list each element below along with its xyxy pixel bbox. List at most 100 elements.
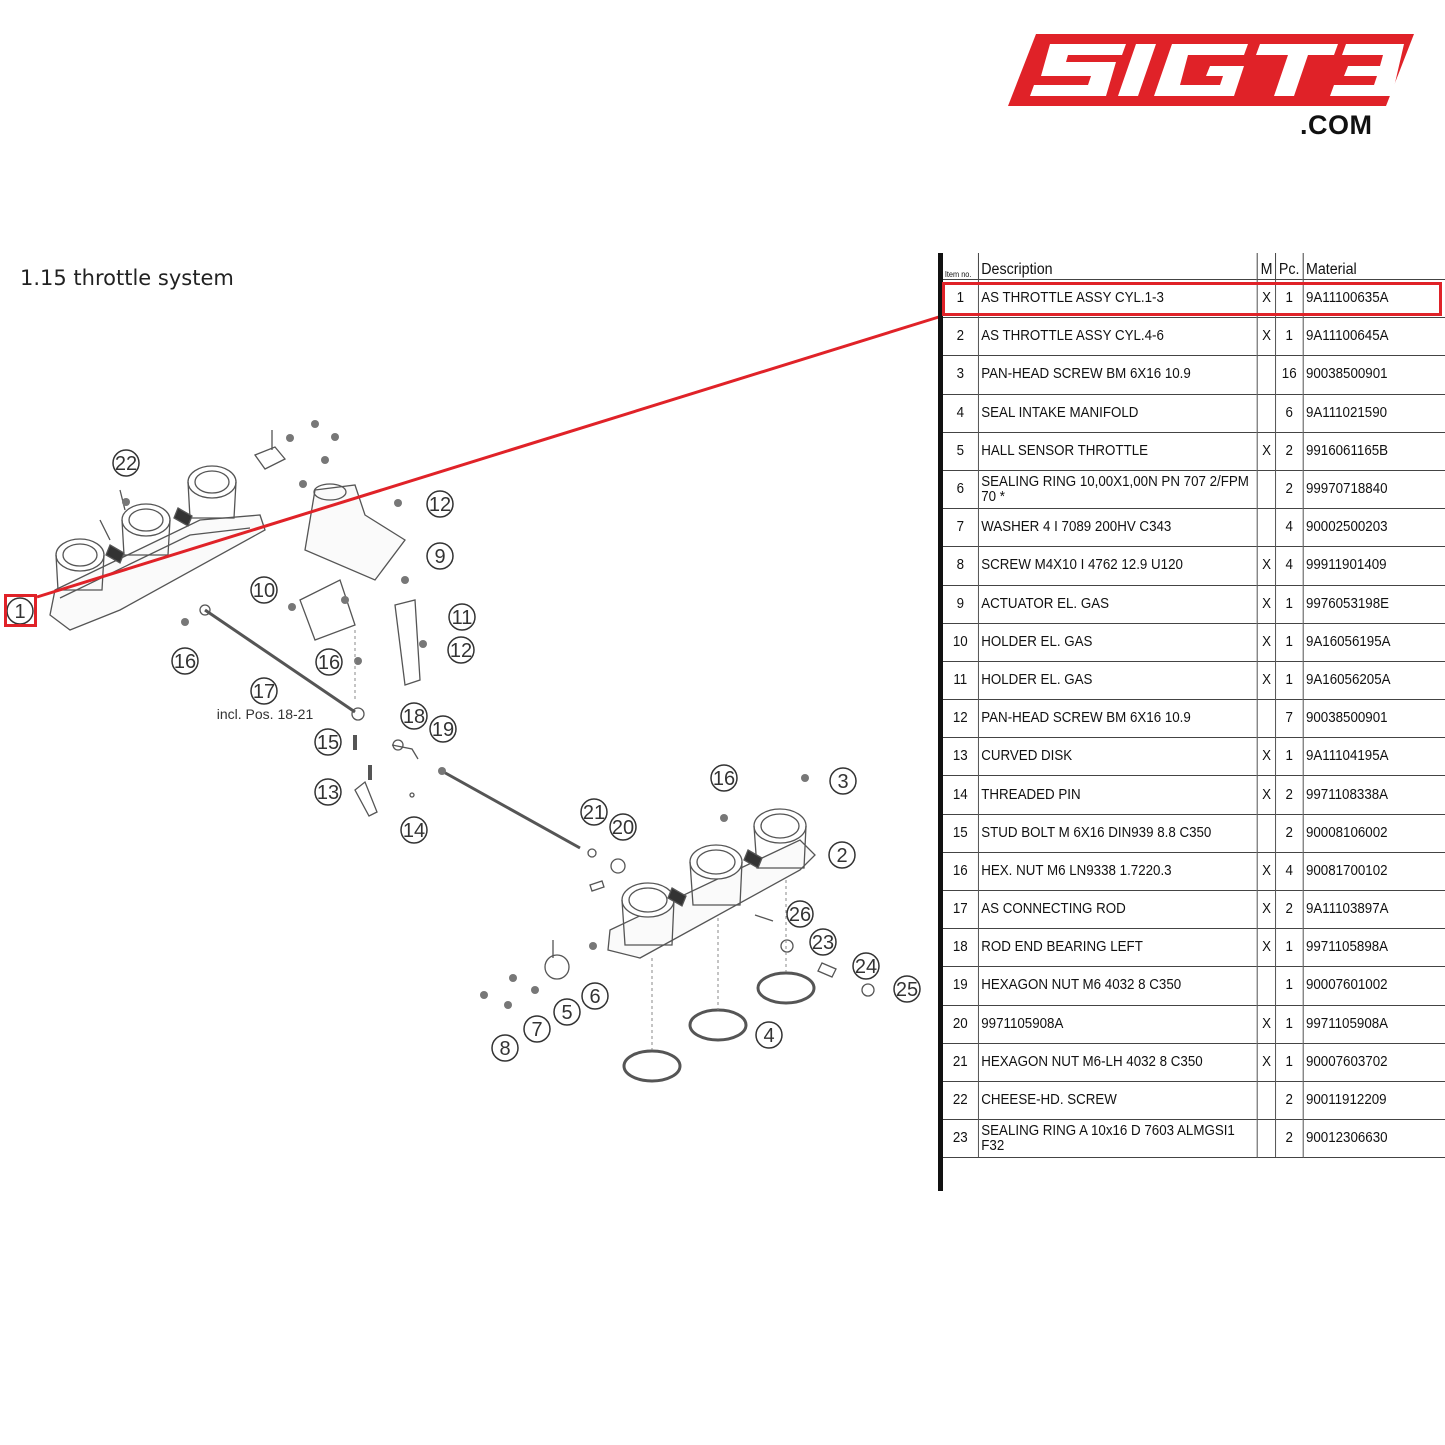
item-no-cell: 14 [943,775,979,815]
description-cell: HOLDER EL. GAS [978,660,1258,700]
brand-logo[interactable] [1008,34,1414,106]
material-cell: 9971105908A [1302,1004,1445,1044]
callout-22: 22 [115,453,137,475]
item-no-cell: 5 [943,431,979,471]
description-cell: SCREW M4X10 I 4762 12.9 U120 [978,546,1258,585]
pc-cell: 4 [1275,508,1304,547]
callout-5: 5 [561,1002,572,1024]
item-no-cell: 23 [943,1119,979,1159]
material-cell: 90002500203 [1302,508,1445,547]
description-cell: AS CONNECTING ROD [978,889,1258,929]
m-cell: X [1257,622,1277,662]
description-cell: WASHER 4 I 7089 200HV C343 [978,508,1258,547]
item-no-cell: 4 [943,393,979,433]
material-cell: 9A16056205A [1302,660,1445,700]
pc-cell: 1 [1275,317,1304,356]
material-cell: 99911901409 [1302,546,1445,585]
material-cell: 90011912209 [1302,1080,1445,1120]
description-cell: PAN-HEAD SCREW BM 6X16 10.9 [978,355,1258,395]
pc-cell: 16 [1275,355,1304,395]
material-cell: 90008106002 [1302,813,1445,853]
item-no-cell: 2 [943,317,979,356]
header-material: Material [1305,261,1357,278]
material-cell: 9971105898A [1302,928,1445,967]
item-no-cell: 21 [943,1042,979,1082]
pc-cell: 1 [1275,928,1304,967]
diagram-drawing: 1 2 3 4 5 6 7 8 9 10 11 12 12 13 14 15 1… [6,420,921,1083]
m-cell: X [1257,928,1277,967]
pc-cell: 2 [1275,469,1304,509]
m-cell: X [1257,278,1277,318]
callout-16: 16 [174,651,196,673]
callout-6: 6 [589,986,600,1008]
callout-9: 9 [434,546,445,568]
logo-mark [1008,34,1414,106]
item-no-cell: 10 [943,622,979,662]
m-cell: X [1257,851,1277,891]
description-cell: HOLDER EL. GAS [978,622,1258,662]
m-cell [1257,393,1277,433]
callout-14: 14 [403,820,425,842]
m-cell [1257,355,1277,395]
callout-1: 1 [14,601,25,623]
material-cell: 90007601002 [1302,966,1445,1006]
callout-4: 4 [763,1025,774,1047]
description-cell: AS THROTTLE ASSY CYL.1-3 [978,278,1258,318]
description-cell: SEALING RING A 10x16 D 7603 ALMGSI1 F32 [978,1119,1258,1159]
item-no-cell: 1 [943,278,979,318]
material-cell: 9916061165B [1302,431,1445,471]
pc-cell: 6 [1275,393,1304,433]
throttle-assembly-1-3 [49,430,287,631]
pc-cell: 1 [1275,278,1304,318]
description-cell: 9971105908A [978,1004,1258,1044]
m-cell: X [1257,660,1277,700]
pc-cell: 2 [1275,889,1304,929]
pc-cell: 1 [1275,1004,1304,1044]
connecting-rod-right [391,739,626,892]
callout-12b: 12 [450,640,472,662]
m-cell [1257,699,1277,738]
m-cell: X [1257,1042,1277,1082]
pc-cell: 1 [1275,1042,1304,1082]
table-header-row: Item no. Description M Pc. Material [943,253,1445,280]
callout-19: 19 [432,719,454,741]
m-cell: X [1257,889,1277,929]
m-cell [1257,508,1277,547]
callout-2: 2 [836,845,847,867]
m-cell: X [1257,1004,1277,1044]
description-cell: STUD BOLT M 6X16 DIN939 8.8 C350 [978,813,1258,853]
description-cell: HEXAGON NUT M6 4032 8 C350 [978,966,1258,1006]
material-cell: 90007603702 [1302,1042,1445,1082]
material-cell: 9A16056195A [1302,622,1445,662]
pc-cell: 2 [1275,431,1304,471]
m-cell [1257,813,1277,853]
callout-13: 13 [317,782,339,804]
item-no-cell: 8 [943,546,979,585]
callout-17: 17 [253,681,275,703]
